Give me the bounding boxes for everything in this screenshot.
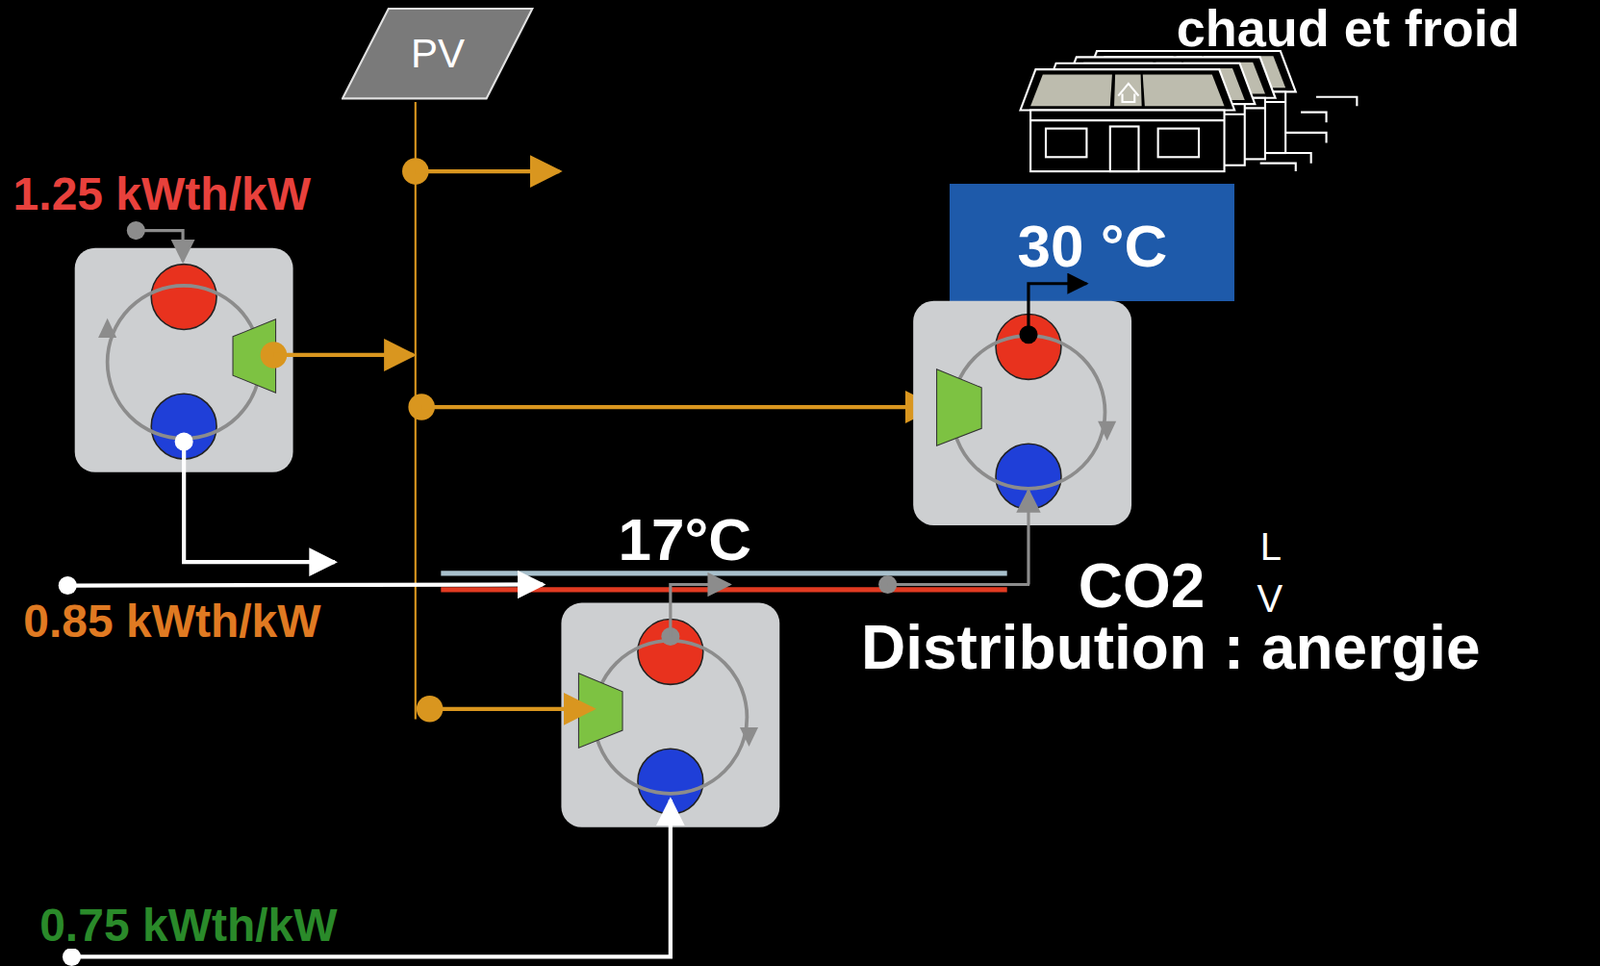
- input-ratio: 0.85 kWth/kW: [20, 598, 324, 645]
- pv-panel: PV: [341, 7, 534, 100]
- phase-label: L: [1257, 527, 1285, 566]
- node-text: PV: [410, 33, 465, 75]
- node-text: 30 °C: [1016, 216, 1168, 277]
- temperature-label: 17°C: [615, 509, 756, 570]
- house-icon: [1020, 50, 1358, 172]
- fluid-label: CO2: [1075, 555, 1209, 617]
- heat-pump: [75, 248, 294, 473]
- input-ratio: 0.75 kWth/kW: [36, 902, 340, 949]
- heat-pump: [913, 301, 1132, 526]
- phase-label: V: [1253, 579, 1286, 618]
- building-box: 30 °C: [949, 183, 1235, 302]
- cold-pipe: [440, 570, 1007, 576]
- power-arrow: [415, 169, 559, 174]
- warm-pipe: [440, 586, 1007, 592]
- output-ratio: 1.25 kWth/kW: [10, 171, 314, 218]
- caption-label: Distribution : anergie: [858, 616, 1484, 679]
- title: chaud et froid: [1173, 1, 1524, 54]
